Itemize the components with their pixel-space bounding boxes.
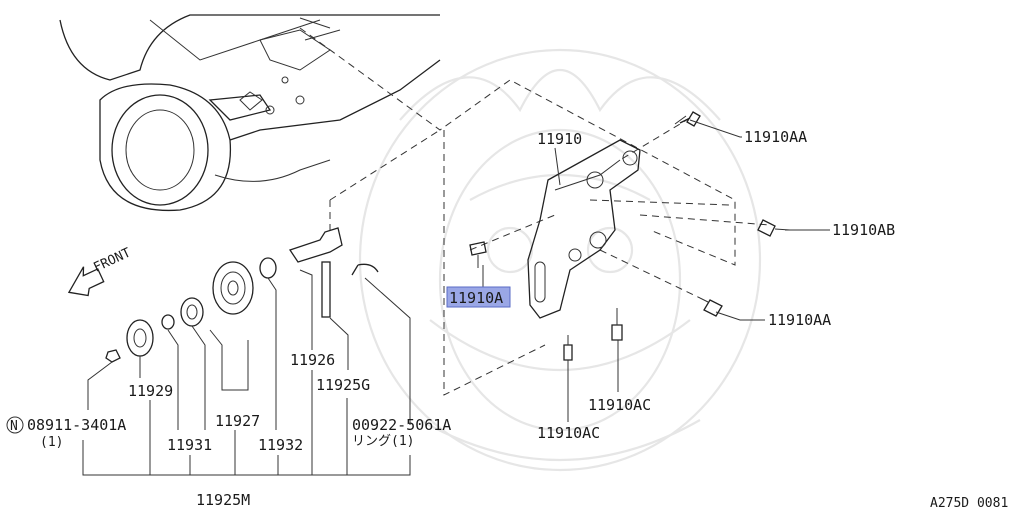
label-11910[interactable]: 11910 <box>537 130 582 148</box>
label-11927[interactable]: 11927 <box>215 412 260 430</box>
label-11910AC-left[interactable]: 11910AC <box>537 424 600 442</box>
front-arrow-icon <box>67 266 105 297</box>
nut-08911 <box>105 349 121 363</box>
label-11931[interactable]: 11931 <box>167 436 212 454</box>
bolt-11910AB <box>757 219 791 237</box>
bracket-11910 <box>527 139 641 319</box>
label-08911-group[interactable]: N 08911-3401A (1) <box>6 416 126 450</box>
watermark-emblem <box>358 48 762 472</box>
footer-code: A275D 0081 <box>930 496 1008 511</box>
label-08911[interactable]: 08911-3401A <box>27 416 126 434</box>
label-00922[interactable]: 00922-5061A <box>352 416 451 434</box>
label-08911-qty: (1) <box>40 435 63 450</box>
label-11910AA-bottom[interactable]: 11910AA <box>768 311 831 329</box>
label-08911-prefix: N <box>10 419 18 434</box>
label-11910AB[interactable]: 11910AB <box>832 221 895 239</box>
dashed-guides <box>299 27 771 396</box>
label-11910AA-top[interactable]: 11910AA <box>744 128 807 146</box>
pulley-11927 <box>212 261 254 315</box>
leader-lines <box>82 119 830 476</box>
bolt-11910AA-top <box>674 111 701 127</box>
label-11910A[interactable]: 11910A <box>449 289 503 307</box>
front-label: FRONT <box>91 245 133 275</box>
n-circle-icon <box>6 416 24 434</box>
bolt-11910AA-bottom <box>699 297 723 317</box>
cap-11929 <box>126 319 154 357</box>
stud-11925G <box>321 261 331 318</box>
label-00922-sub: リング(1) <box>352 434 414 449</box>
label-11910AC-right[interactable]: 11910AC <box>588 396 651 414</box>
label-11932[interactable]: 11932 <box>258 436 303 454</box>
label-11926[interactable]: 11926 <box>290 351 335 369</box>
shaft-11926 <box>288 227 343 263</box>
bearing-11931 <box>180 297 204 327</box>
washer-11932 <box>259 257 277 279</box>
ring-00922 <box>351 263 379 276</box>
bolt-11910AC-right <box>611 308 623 341</box>
bolt-11910AC-left <box>563 335 573 361</box>
bolt-11910A <box>469 241 487 268</box>
pulley-assembly <box>105 227 379 363</box>
label-11925G[interactable]: 11925G <box>316 376 370 394</box>
label-11929[interactable]: 11929 <box>128 382 173 400</box>
engine-block-drawing <box>59 14 441 212</box>
label-11925M[interactable]: 11925M <box>196 491 250 509</box>
part-11910A-highlight[interactable] <box>446 286 511 308</box>
